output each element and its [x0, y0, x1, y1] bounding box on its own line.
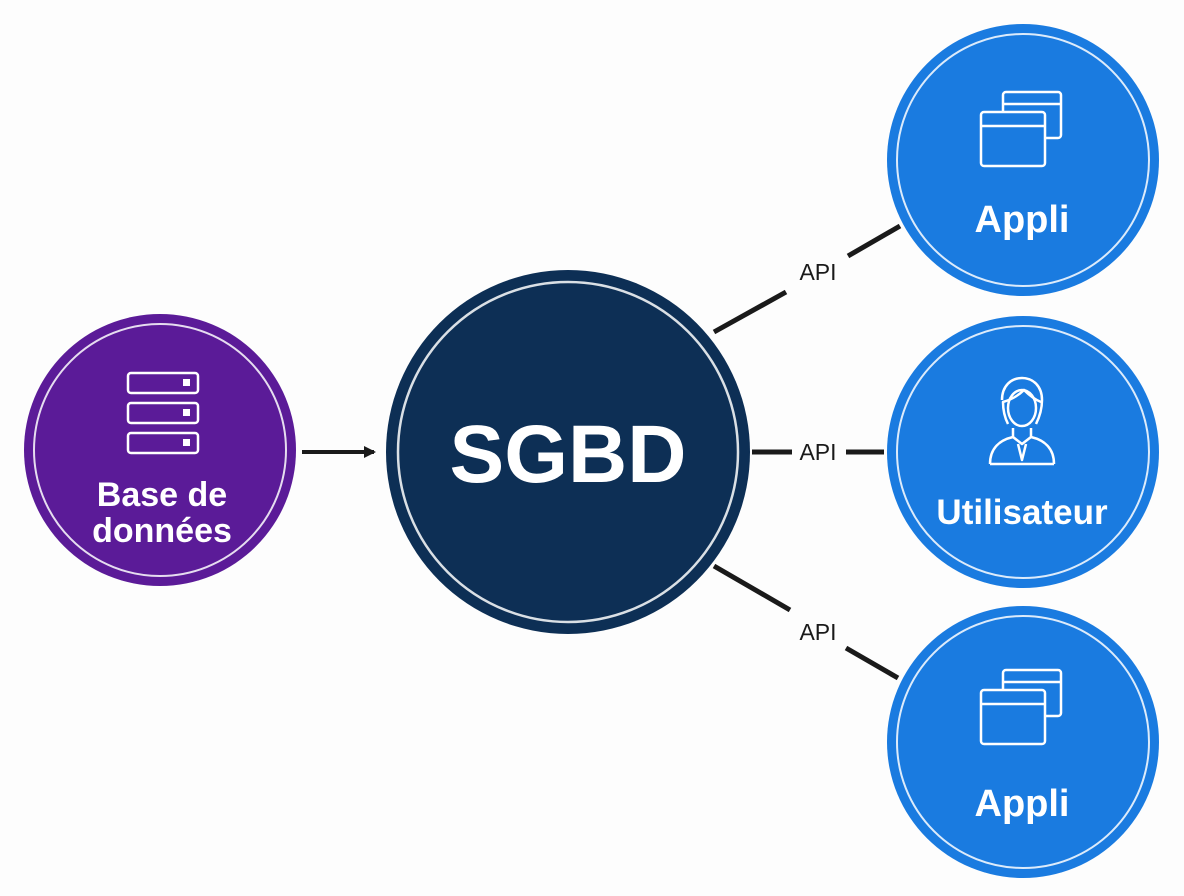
appli-bottom-label: Appli [975, 783, 1070, 825]
appli-top-label: Appli [975, 199, 1070, 241]
sgbd-circle [386, 270, 750, 634]
node-database: Base de données [24, 314, 296, 586]
database-circle [24, 314, 296, 586]
utilisateur-label: Utilisateur [936, 493, 1108, 532]
api-label: API [799, 259, 836, 285]
node-appli-top: Appli [887, 24, 1159, 296]
node-appli-bottom: Appli [887, 606, 1159, 878]
node-utilisateur: Utilisateur [887, 316, 1159, 588]
edge-sgbd-to-appli-bottom: API [712, 563, 900, 681]
connector-line [712, 563, 792, 613]
node-sgbd: SGBD [386, 270, 750, 634]
api-label: API [799, 439, 836, 465]
app-windows-icon [979, 90, 1063, 168]
connector-line [846, 223, 902, 259]
app-windows-icon [979, 668, 1063, 746]
utilisateur-circle-ring [896, 325, 1150, 579]
edge-sgbd-to-appli-top: API [712, 223, 902, 335]
edge-sgbd-to-utilisateur: API [752, 439, 884, 465]
appli-bottom-circle-ring [896, 615, 1150, 869]
connector-line [844, 645, 900, 681]
appli-top-circle-ring [896, 33, 1150, 287]
connector-line [712, 289, 788, 335]
database-label-line2: données [92, 512, 232, 550]
database-label-line1: Base de [97, 476, 227, 514]
api-label: API [799, 619, 836, 645]
database-circle-ring [33, 323, 287, 577]
sgbd-circle-ring [396, 280, 740, 624]
user-icon [988, 376, 1056, 466]
server-stack-icon [126, 371, 200, 455]
sgbd-label: SGBD [450, 409, 687, 500]
